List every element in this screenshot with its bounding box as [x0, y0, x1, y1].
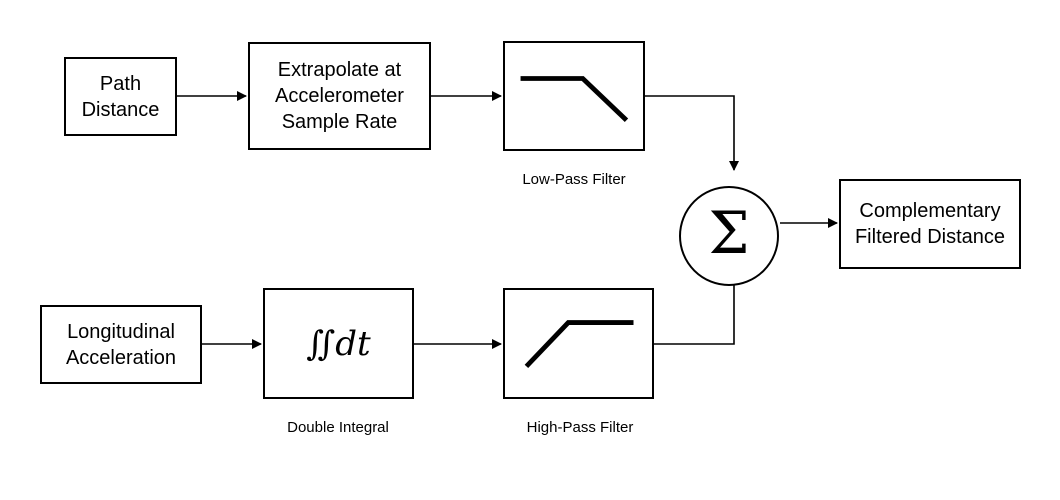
low-pass-filter-block: [503, 41, 645, 151]
longitudinal-acceleration-block: Longitudinal Acceleration: [40, 305, 202, 384]
extrapolate-label: Extrapolate at Accelerometer Sample Rate: [275, 59, 404, 133]
summing-junction: Σ: [679, 186, 779, 286]
low-pass-response-icon: [520, 76, 629, 123]
double-integral-icon: ∬dt: [306, 323, 371, 364]
path-distance-block: Path Distance: [64, 57, 177, 136]
arrow-highpass-to-sum: [654, 273, 739, 345]
high-pass-response-icon: [524, 320, 634, 369]
low-pass-filter-caption: Low-Pass Filter: [522, 171, 626, 188]
output-label: Complementary Filtered Distance: [854, 200, 1006, 248]
longitudinal-acceleration-label: Longitudinal Acceleration: [65, 320, 177, 369]
extrapolate-block: Extrapolate at Accelerometer Sample Rate: [248, 42, 431, 150]
path-distance-label: Path Distance: [81, 72, 160, 121]
high-pass-filter-caption: High-Pass Filter: [526, 419, 634, 436]
double-integral-caption: Double Integral: [287, 419, 389, 436]
output-block: Complementary Filtered Distance: [839, 179, 1021, 269]
sigma-icon: Σ: [708, 199, 750, 267]
high-pass-filter-block: [503, 288, 654, 399]
double-integral-block: ∬dt: [263, 288, 414, 399]
arrow-lowpass-to-sum: [645, 95, 739, 171]
